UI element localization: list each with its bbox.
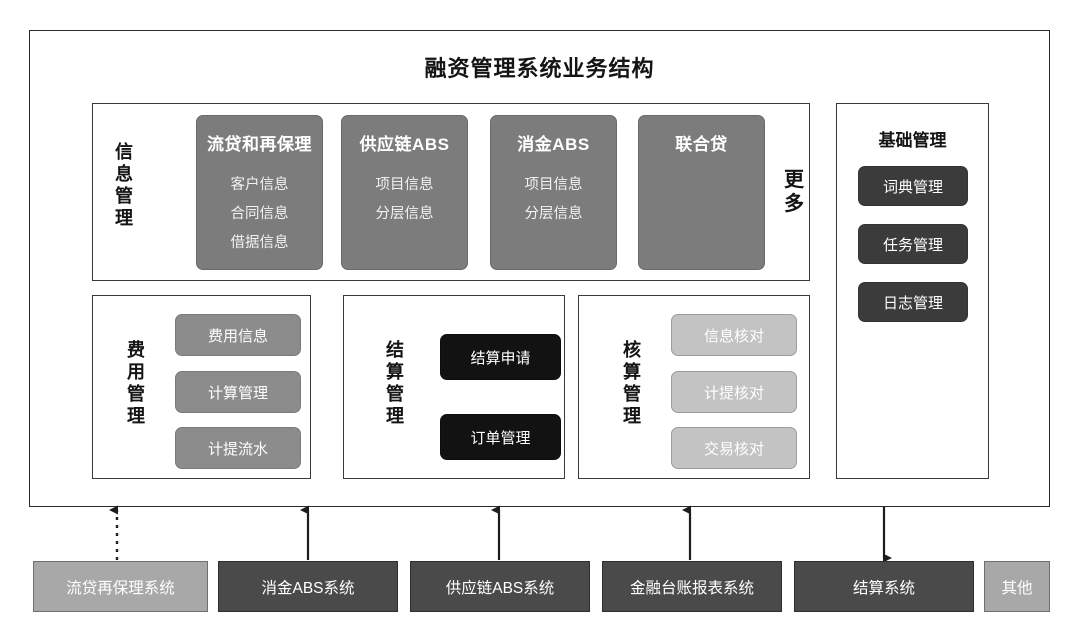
card-item: 客户信息 [230, 177, 289, 193]
module-fee-information[interactable]: 费用信息 [175, 314, 301, 356]
card-supply-chain-abs[interactable]: 供应链ABS 项目信息 分层信息 [341, 115, 468, 270]
card-items: 客户信息 合同信息 借据信息 [197, 171, 322, 258]
card-title: 消金ABS [517, 135, 590, 154]
card-title: 联合贷 [675, 135, 728, 154]
module-order-management[interactable]: 订单管理 [440, 414, 561, 460]
card-joint-loan[interactable]: 联合贷 [638, 115, 765, 270]
panel-label-accounting-management: 核 算 管 理 [623, 340, 641, 426]
panel-settlement-management: 结 算 管 理 结算申请 订单管理 [343, 295, 565, 479]
module-information-reconciliation[interactable]: 信息核对 [671, 314, 797, 356]
panel-label-information-management: 信 息 管 理 [115, 142, 133, 228]
module-label: 词典管理 [882, 178, 943, 196]
module-label: 计提流水 [207, 440, 268, 458]
system-box-label: 供应链ABS系统 [445, 579, 555, 597]
system-box-liudai-zaibaoli[interactable]: 流贷再保理系统 [33, 561, 208, 612]
card-items: 项目信息 分层信息 [491, 171, 616, 229]
system-box-financial-ledger-report[interactable]: 金融台账报表系统 [602, 561, 782, 612]
panel-title-basic-management: 基础管理 [878, 131, 947, 150]
module-calculation-management[interactable]: 计算管理 [175, 371, 301, 413]
system-box-label: 流贷再保理系统 [66, 579, 175, 597]
system-box-label: 金融台账报表系统 [629, 579, 754, 597]
card-items: 项目信息 分层信息 [342, 171, 467, 229]
module-task-management[interactable]: 任务管理 [858, 224, 968, 264]
module-label: 订单管理 [470, 429, 531, 447]
card-item: 项目信息 [375, 177, 434, 193]
panel-basic-management: 基础管理 词典管理 任务管理 日志管理 [836, 103, 989, 479]
card-item: 项目信息 [524, 177, 583, 193]
system-box-label: 消金ABS系统 [261, 579, 355, 597]
module-label: 计算管理 [207, 384, 268, 402]
module-label: 日志管理 [882, 294, 943, 312]
panel-label-settlement-management: 结 算 管 理 [386, 340, 404, 426]
system-box-label: 结算系统 [852, 579, 915, 597]
panel-accounting-management: 核 算 管 理 信息核对 计提核对 交易核对 [578, 295, 810, 479]
card-consumer-finance-abs[interactable]: 消金ABS 项目信息 分层信息 [490, 115, 617, 270]
card-title: 供应链ABS [359, 135, 450, 154]
module-transaction-reconciliation[interactable]: 交易核对 [671, 427, 797, 469]
financing-system-container: 融资管理系统业务结构 信 息 管 理 流贷和再保理 客户信息 合同信息 借据信息… [29, 30, 1050, 507]
module-label: 信息核对 [703, 327, 764, 345]
card-liudai-zaibaoli[interactable]: 流贷和再保理 客户信息 合同信息 借据信息 [196, 115, 323, 270]
module-accrual-reconciliation[interactable]: 计提核对 [671, 371, 797, 413]
module-label: 结算申请 [470, 349, 531, 367]
module-label: 费用信息 [207, 327, 268, 345]
module-accrual-flow[interactable]: 计提流水 [175, 427, 301, 469]
module-log-management[interactable]: 日志管理 [858, 282, 968, 322]
system-box-consumer-finance-abs[interactable]: 消金ABS系统 [218, 561, 398, 612]
card-item: 借据信息 [230, 235, 289, 251]
card-title: 流贷和再保理 [207, 135, 312, 154]
card-item: 分层信息 [375, 206, 434, 222]
module-label: 交易核对 [703, 440, 764, 458]
module-dictionary-management[interactable]: 词典管理 [858, 166, 968, 206]
system-box-label: 其他 [1001, 579, 1033, 597]
module-label: 计提核对 [703, 384, 764, 402]
system-box-supply-chain-abs[interactable]: 供应链ABS系统 [410, 561, 590, 612]
panel-fee-management: 费 用 管 理 费用信息 计算管理 计提流水 [92, 295, 311, 479]
panel-information-management: 信 息 管 理 流贷和再保理 客户信息 合同信息 借据信息 供应链ABS 项目信… [92, 103, 810, 281]
system-box-other[interactable]: 其他 [984, 561, 1050, 612]
page-title: 融资管理系统业务结构 [424, 56, 655, 81]
label-more: 更 多 [784, 169, 804, 216]
module-settlement-application[interactable]: 结算申请 [440, 334, 561, 380]
panel-label-fee-management: 费 用 管 理 [127, 340, 145, 426]
system-box-settlement-system[interactable]: 结算系统 [794, 561, 974, 612]
card-item: 分层信息 [524, 206, 583, 222]
module-label: 任务管理 [882, 236, 943, 254]
card-item: 合同信息 [230, 206, 289, 222]
